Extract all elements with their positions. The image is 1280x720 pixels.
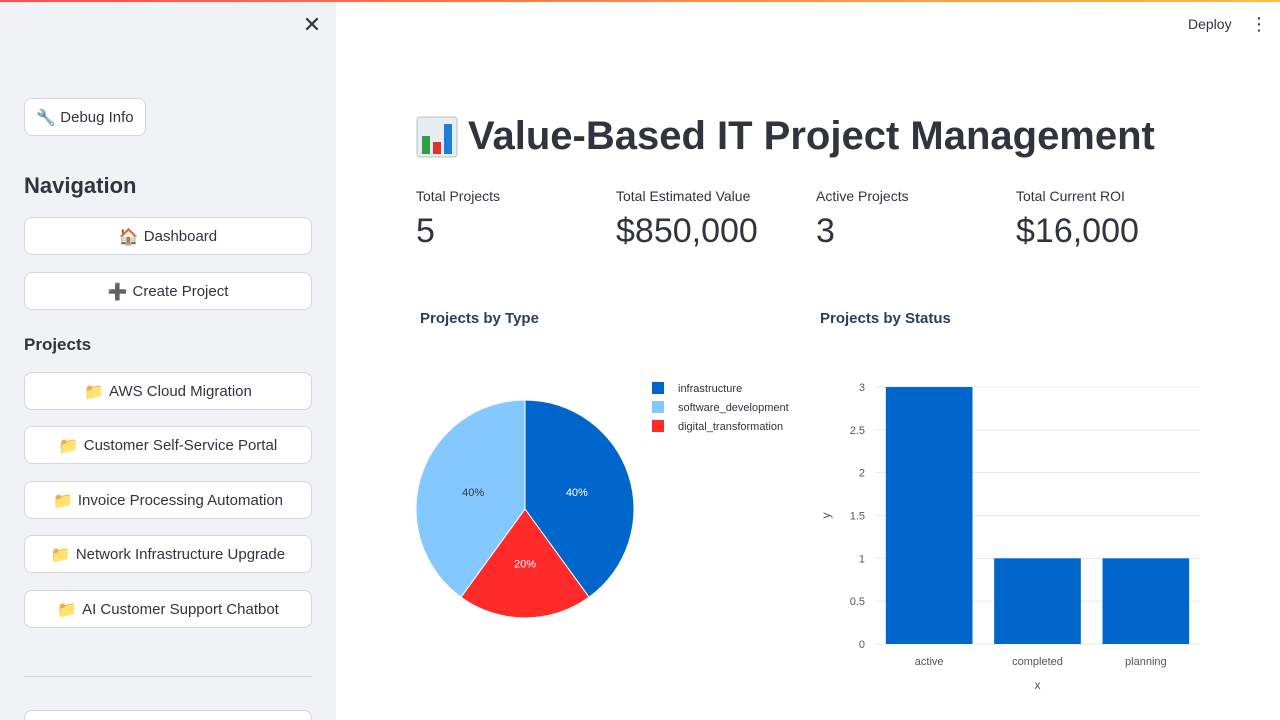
y-tick-label: 0	[859, 639, 865, 651]
dashboard-label: Dashboard	[143, 227, 218, 245]
project-button-network-infrastructure-upgrade[interactable]: 📁 Network Infrastructure Upgrade	[24, 535, 312, 573]
metric-total-current-roi: Total Current ROI $16,000	[1016, 188, 1206, 251]
metric-value: $850,000	[616, 212, 758, 250]
metric-value: $16,000	[1016, 212, 1139, 250]
pie-slice-infrastructure[interactable]	[524, 399, 635, 598]
pie-slice-label: 20%	[514, 559, 536, 571]
x-axis-label: x	[1035, 678, 1041, 692]
metric-total-estimated-value: Total Estimated Value $850,000	[616, 188, 806, 251]
x-tick-label: completed	[1012, 656, 1063, 668]
bar-chart: 0 0.5 1 1.5 2 2.5 3 active completed planning x y	[819, 382, 1200, 692]
debug-info-button[interactable]: 🔧 Debug Info	[24, 98, 146, 136]
create-project-label: Create Project	[132, 282, 229, 300]
y-tick-label: 2.5	[850, 425, 865, 437]
y-tick-label: 2	[859, 468, 865, 480]
house-icon: 🏠	[118, 226, 139, 246]
y-tick-label: 0.5	[850, 596, 865, 608]
plus-icon: ➕	[107, 281, 128, 301]
project-label: Invoice Processing Automation	[77, 491, 284, 509]
project-button-aws-cloud-migration[interactable]: 📁 AWS Cloud Migration	[24, 372, 312, 410]
project-button-customer-self-service-portal[interactable]: 📁 Customer Self-Service Portal	[24, 426, 312, 464]
folder-icon: 📁	[84, 381, 105, 401]
debug-info-label: Debug Info	[60, 108, 134, 126]
pie-slice-label: 40%	[566, 487, 588, 499]
metric-label: Total Projects	[416, 188, 501, 204]
folder-icon: 📁	[58, 435, 79, 455]
pie-slice-label: 40%	[462, 487, 484, 499]
sidebar: ✕ 🔧 Debug Info Navigation 🏠 Dashboard ➕ …	[0, 0, 336, 720]
folder-icon: 📁	[50, 544, 71, 564]
metric-label: Total Current ROI	[1016, 188, 1125, 204]
y-tick-label: 3	[859, 382, 865, 394]
pie-chart: 40% 20% 40% infrastructure software_developm…	[415, 382, 789, 619]
metric-label: Total Estimated Value	[616, 188, 751, 204]
project-label: Customer Self-Service Portal	[83, 436, 278, 454]
bar-chart-title: Projects by Status	[820, 310, 951, 327]
y-tick-label: 1	[859, 553, 865, 565]
metric-label: Active Projects	[816, 188, 909, 204]
deploy-button[interactable]: Deploy	[1188, 16, 1232, 32]
bar-planning[interactable]	[1102, 558, 1190, 644]
page-title-text: Value-Based IT Project Management	[468, 114, 1155, 158]
sidebar-bottom-button[interactable]	[24, 710, 312, 720]
create-project-button[interactable]: ➕ Create Project	[24, 272, 312, 310]
vertical-dots-icon[interactable]: ⋮	[1250, 14, 1268, 34]
wrench-icon: 🔧	[36, 107, 57, 127]
y-tick-label: 1.5	[850, 511, 865, 523]
x-tick-label: active	[915, 656, 944, 668]
legend-item-software_development[interactable]: software_development	[678, 402, 789, 414]
legend-swatch	[652, 420, 664, 432]
pie-slice-software_development[interactable]	[415, 399, 526, 598]
bar-chart-icon	[416, 116, 458, 157]
metric-total-projects: Total Projects 5	[416, 188, 606, 251]
project-label: AWS Cloud Migration	[109, 382, 252, 400]
x-tick-label: planning	[1125, 656, 1167, 668]
project-button-invoice-processing-automation[interactable]: 📁 Invoice Processing Automation	[24, 481, 312, 519]
page-title: Value-Based IT Project Management	[416, 114, 1155, 159]
metric-active-projects: Active Projects 3	[816, 188, 1006, 251]
close-icon[interactable]: ✕	[302, 13, 322, 38]
projects-heading: Projects	[24, 335, 92, 354]
sidebar-divider	[24, 676, 312, 677]
legend-item-infrastructure[interactable]: infrastructure	[678, 383, 742, 395]
metric-value: 3	[816, 212, 835, 250]
pie-slice-digital_transformation[interactable]	[460, 508, 590, 619]
navigation-heading: Navigation	[24, 173, 137, 198]
bar-completed[interactable]	[994, 558, 1081, 644]
folder-icon: 📁	[57, 599, 78, 619]
pie-chart-title: Projects by Type	[420, 310, 539, 327]
project-button-ai-customer-support-chatbot[interactable]: 📁 AI Customer Support Chatbot	[24, 590, 312, 628]
top-decoration-bar	[0, 0, 1280, 2]
metric-value: 5	[416, 212, 435, 250]
project-label: AI Customer Support Chatbot	[82, 600, 279, 618]
folder-icon: 📁	[52, 490, 73, 510]
legend-swatch	[652, 382, 664, 394]
dashboard-button[interactable]: 🏠 Dashboard	[24, 217, 312, 255]
legend-swatch	[652, 401, 664, 413]
legend-item-digital_transformation[interactable]: digital_transformation	[678, 421, 783, 433]
y-axis-label: y	[819, 513, 833, 519]
project-label: Network Infrastructure Upgrade	[75, 545, 286, 563]
bar-active[interactable]	[885, 387, 973, 644]
